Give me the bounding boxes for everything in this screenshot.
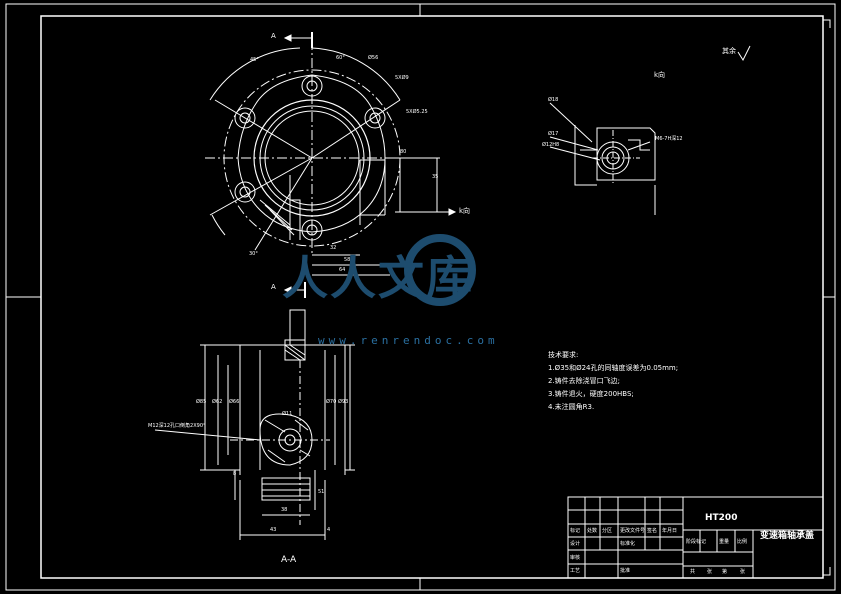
- dim-d56: Ø56: [368, 55, 379, 61]
- tb-sheet-label: 张: [740, 569, 746, 575]
- top-view: [205, 32, 457, 298]
- dim-s-85: Ø85: [196, 399, 207, 405]
- dim-s-62: Ø62: [212, 399, 223, 405]
- dim-s-93: Ø93: [338, 399, 349, 405]
- section-view-label: A-A: [281, 555, 297, 565]
- tb-design-label: 比例: [737, 539, 748, 545]
- note-item: 4.未注圆角R3.: [548, 403, 595, 411]
- tb-design-label: 设计: [570, 541, 581, 547]
- dim-s-38: 38: [281, 507, 288, 513]
- note-item: 2.铸件去除浇冒口飞边;: [548, 377, 621, 385]
- dim-58: 58: [344, 257, 351, 263]
- k-view: [549, 102, 656, 215]
- note-item: 1.Ø35和Ø24孔的同轴度误差为0.05mm;: [548, 364, 679, 372]
- roughness-symbol: [737, 45, 751, 62]
- tb-row-label: 标记: [570, 528, 581, 534]
- watermark-text: 人人文库: [282, 251, 474, 305]
- tb-sheet-label: 共: [690, 569, 696, 575]
- tb-row-label: 处数: [587, 528, 598, 534]
- dim-s-43: 43: [270, 527, 277, 533]
- dim-35: 35: [432, 174, 439, 180]
- tb-row-label: 签名: [647, 528, 658, 534]
- dim-s-8: 8: [233, 471, 237, 477]
- roughness-note: 其余: [722, 47, 736, 55]
- tb-design-label: 标准化: [620, 541, 636, 547]
- dim-angle45: 45°: [250, 57, 259, 63]
- dim-s-4: 4: [327, 527, 331, 533]
- tb-check-label: 工艺: [570, 568, 581, 574]
- dim-k-d17: Ø17: [548, 131, 559, 137]
- watermark-url: www.renrendoc.com: [318, 334, 499, 347]
- tb-sheet-label: 张: [707, 569, 713, 575]
- dim-80: 80: [400, 149, 407, 155]
- watermark-logo: [404, 234, 476, 306]
- k-arrow-label: k向: [459, 207, 471, 215]
- tb-row-label: 分区: [602, 528, 613, 534]
- title-block: [567, 496, 824, 579]
- tb-design-label: 重量: [719, 539, 730, 545]
- dim-holes1: 5XØ9: [395, 75, 409, 81]
- dim-angle60: 60°: [336, 55, 345, 61]
- note-item: 3.铸件退火，硬度200HBS;: [548, 390, 634, 398]
- dim-k-d12: Ø12H8: [542, 142, 560, 148]
- tb-check-label: 审核: [570, 555, 581, 561]
- dim-s-70: Ø70: [326, 399, 337, 405]
- dim-64: 64: [339, 267, 346, 273]
- dim-s-11: Ø11: [282, 411, 293, 417]
- section-view: [154, 309, 355, 540]
- dim-s-thread: M12深12孔口倒角2X90°: [148, 423, 206, 429]
- drawing-title: 变速箱轴承盖: [760, 531, 815, 541]
- material-label: HT200: [705, 513, 738, 523]
- tb-row-label: 更改文件号: [620, 528, 646, 534]
- dim-angle30: 30°: [249, 251, 258, 257]
- dim-k-d18: Ø18: [548, 97, 559, 103]
- tb-check-label: 批准: [620, 568, 631, 574]
- k-view-title: k向: [654, 71, 666, 79]
- tb-row-label: 年月日: [662, 528, 678, 534]
- section-marker-bottom: A: [271, 283, 276, 291]
- dim-s-51: 51: [318, 489, 325, 495]
- dim-holes2: 5XØ5.25: [406, 109, 428, 115]
- dim-32: 32: [330, 245, 337, 251]
- section-marker-top: A: [271, 32, 276, 40]
- dim-k-thread: M6-7H深12: [655, 136, 683, 142]
- tb-sheet-label: 第: [722, 569, 728, 575]
- tb-design-label: 阶段标记: [686, 539, 707, 545]
- notes-heading: 技术要求:: [548, 351, 579, 359]
- dim-s-66: Ø66: [229, 399, 240, 405]
- technical-notes: 技术要求: 1.Ø35和Ø24孔的同轴度误差为0.05mm; 2.铸件去除浇冒口…: [548, 349, 678, 414]
